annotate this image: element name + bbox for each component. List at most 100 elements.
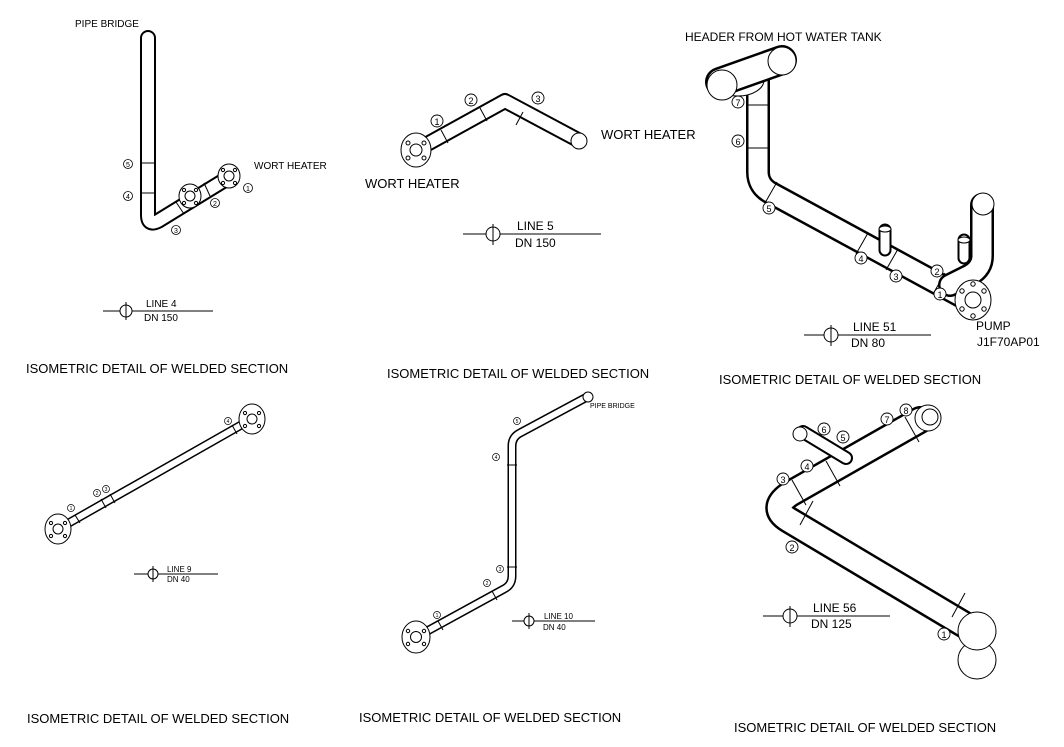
nominal-diameter: DN 40 — [543, 623, 566, 632]
weld-callout: 8 — [899, 403, 913, 417]
svg-text:3: 3 — [174, 228, 178, 235]
weld-callout: 5 — [123, 159, 133, 169]
detail-caption: ISOMETRIC DETAIL OF WELDED SECTION — [387, 366, 649, 381]
weld-callout: 6 — [731, 134, 745, 148]
line-tag: LINE 10 DN 40 — [512, 612, 595, 632]
pump-flange — [954, 279, 992, 321]
flange — [44, 513, 72, 545]
svg-text:2: 2 — [789, 543, 794, 553]
weld-callout: 5 — [836, 430, 850, 444]
svg-text:2: 2 — [213, 201, 217, 208]
nominal-diameter: DN 125 — [811, 617, 852, 631]
weld-callout: 3 — [102, 485, 110, 493]
svg-text:3: 3 — [780, 475, 785, 485]
svg-text:3: 3 — [105, 487, 108, 493]
weld-callout: 1 — [937, 627, 951, 641]
svg-text:4: 4 — [858, 254, 863, 264]
label-header-from-hot-water-tank: HEADER FROM HOT WATER TANK — [685, 30, 882, 44]
detail-line-51: HEADER FROM HOT WATER TANK PUMP J1F70AP0… — [685, 30, 1040, 387]
detail-line-4: PIPE BRIDGE WORT HEATER 5 4 3 2 1 LINE 4… — [26, 19, 327, 376]
pipe-run — [415, 392, 592, 640]
flange — [400, 132, 432, 168]
weld-callout: 2 — [930, 264, 944, 278]
svg-text:4: 4 — [804, 462, 809, 472]
weld-callout: 3 — [496, 565, 504, 573]
weld-callout: 6 — [817, 422, 831, 436]
weld-callout: 1 — [433, 611, 441, 619]
svg-text:1: 1 — [436, 613, 439, 619]
label-pump-tag: J1F70AP01 — [977, 335, 1040, 349]
svg-text:3: 3 — [499, 567, 502, 573]
weld-callout: 1 — [67, 504, 75, 512]
weld-callout: 1 — [430, 114, 444, 128]
svg-text:3: 3 — [893, 272, 898, 282]
weld-callout: 2 — [483, 579, 491, 587]
flange — [217, 163, 241, 189]
svg-text:7: 7 — [735, 98, 740, 108]
weld-callout: 1 — [933, 287, 947, 301]
svg-text:2: 2 — [96, 491, 99, 497]
detail-caption: ISOMETRIC DETAIL OF WELDED SECTION — [359, 710, 621, 725]
detail-caption: ISOMETRIC DETAIL OF WELDED SECTION — [26, 361, 288, 376]
svg-text:5: 5 — [126, 162, 130, 169]
svg-text:1: 1 — [434, 117, 439, 127]
weld-callout: 4 — [123, 191, 133, 201]
line-tag: LINE 9 DN 40 — [134, 565, 218, 584]
detail-line-9: 1 2 3 4 LINE 9 DN 40 ISOMETRIC DETAIL OF… — [27, 403, 289, 726]
weld-callout: 3 — [171, 225, 181, 235]
svg-text:1: 1 — [937, 290, 942, 300]
weld-callout: 3 — [889, 269, 903, 283]
end-cap — [914, 404, 942, 432]
label-pump: PUMP — [976, 319, 1011, 333]
nominal-diameter: DN 150 — [515, 236, 556, 250]
svg-text:5: 5 — [766, 204, 771, 214]
weld-callout: 7 — [880, 412, 894, 426]
svg-text:6: 6 — [735, 137, 740, 147]
weld-callout: 2 — [93, 489, 101, 497]
line-tag: LINE 4 DN 150 — [103, 299, 213, 324]
label-pipe-bridge: PIPE BRIDGE — [75, 19, 139, 30]
weld-callout: 5 — [513, 417, 521, 425]
svg-text:1: 1 — [246, 186, 250, 193]
svg-text:6: 6 — [821, 425, 826, 435]
svg-text:2: 2 — [934, 267, 939, 277]
svg-text:4: 4 — [126, 194, 130, 201]
pipe-run — [746, 68, 994, 312]
weld-callout: 4 — [224, 417, 232, 425]
line-number: LINE 9 — [167, 565, 192, 574]
line-tag: LINE 51 DN 80 — [804, 320, 931, 350]
end-cap — [957, 611, 997, 680]
detail-caption: ISOMETRIC DETAIL OF WELDED SECTION — [27, 711, 289, 726]
pipe-run — [55, 415, 255, 533]
nominal-diameter: DN 150 — [144, 313, 178, 324]
svg-text:8: 8 — [903, 406, 908, 416]
svg-text:3: 3 — [535, 94, 540, 104]
line-tag: LINE 56 DN 125 — [763, 601, 890, 631]
detail-line-10: PIPE BRIDGE 5 4 3 2 1 LINE 10 DN 40 IS — [359, 391, 635, 725]
weld-callout: 7 — [731, 95, 745, 109]
flange — [238, 403, 266, 435]
pipe-run — [140, 30, 236, 231]
weld-callout: 3 — [531, 91, 545, 105]
svg-text:4: 4 — [227, 419, 230, 425]
flange — [178, 183, 202, 209]
line-number: LINE 10 — [544, 612, 573, 621]
detail-caption: ISOMETRIC DETAIL OF WELDED SECTION — [734, 720, 996, 735]
line-number: LINE 56 — [813, 601, 857, 615]
svg-text:7: 7 — [884, 415, 889, 425]
svg-text:2: 2 — [468, 96, 473, 106]
label-wort-heater: WORT HEATER — [254, 161, 327, 172]
weld-callout: 5 — [762, 201, 776, 215]
nominal-diameter: DN 40 — [167, 575, 190, 584]
weld-callout: 4 — [492, 453, 500, 461]
weld-callout: 2 — [210, 198, 220, 208]
svg-text:1: 1 — [941, 630, 946, 640]
weld-callout: 2 — [785, 540, 799, 554]
pipe-run — [412, 93, 586, 156]
flange — [401, 620, 431, 654]
label-wort-heater-in: WORT HEATER — [365, 176, 460, 191]
line-number: LINE 4 — [146, 299, 177, 310]
weld-callout: 2 — [464, 93, 478, 107]
nominal-diameter: DN 80 — [851, 336, 885, 350]
